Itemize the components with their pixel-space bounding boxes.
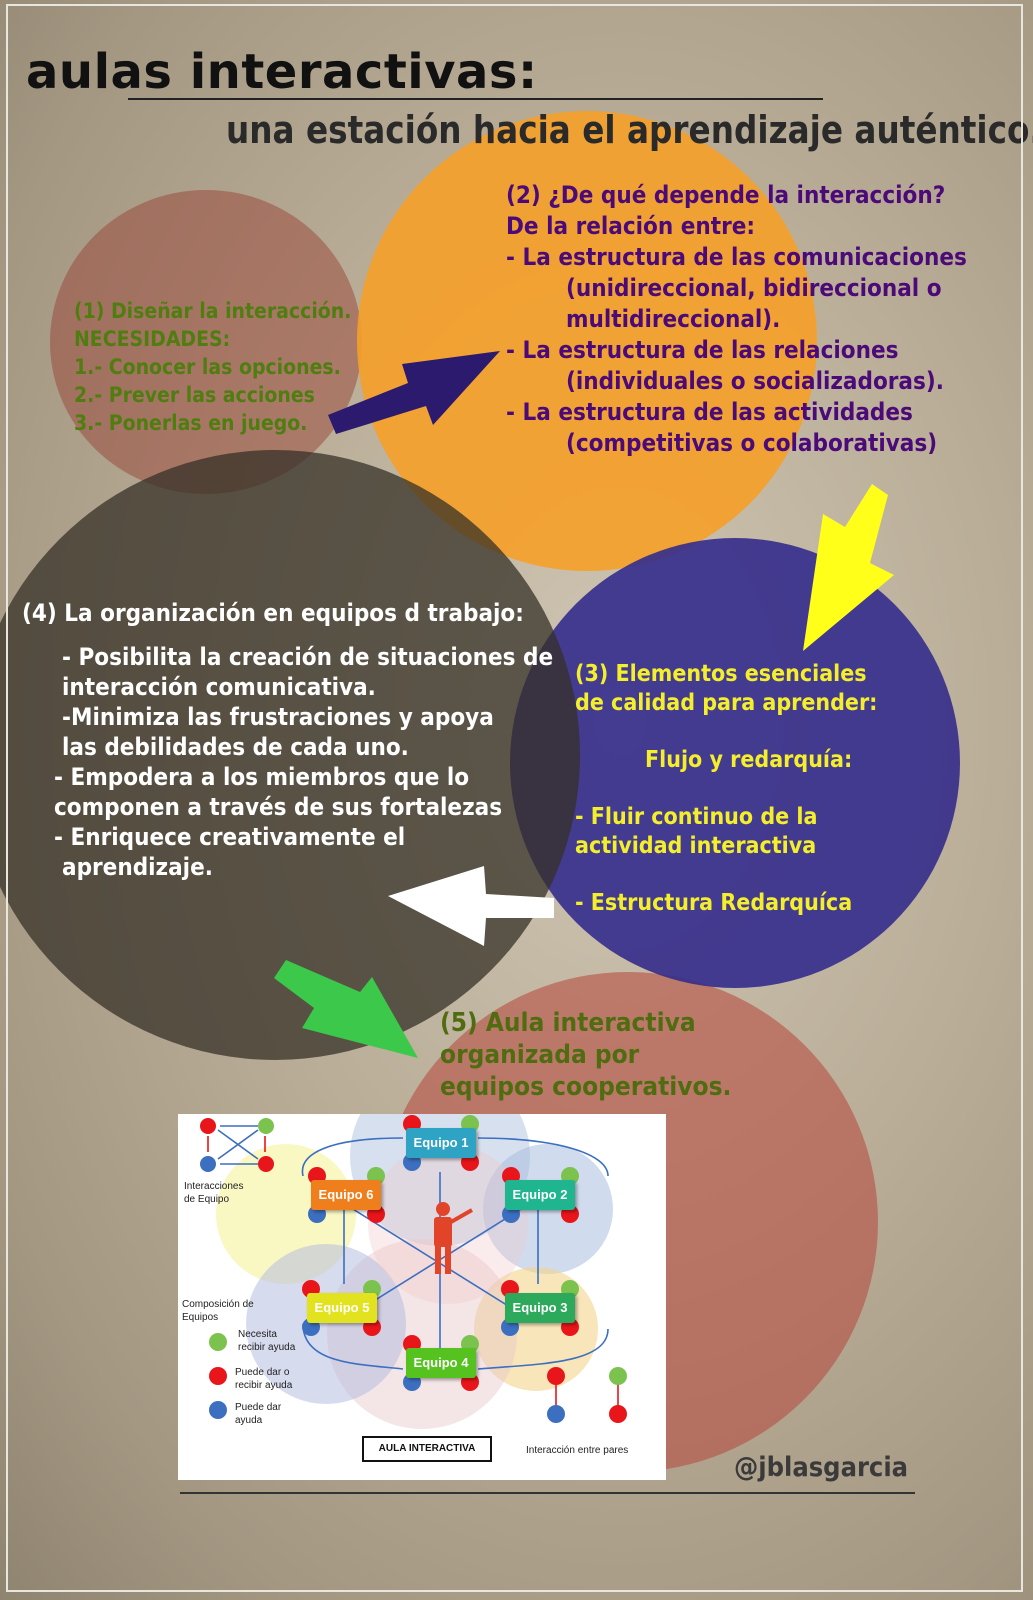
circle-3-subheading: Flujo y redarquía: [645, 747, 853, 773]
teacher-figure [434, 1202, 473, 1274]
interacciones-equipo-label: Interacciones de Equipo [184, 1181, 244, 1205]
circle-4-text: (4) La organización en equipos d trabajo… [22, 598, 553, 882]
circle-5-heading: (5) Aula interactiva [440, 1008, 696, 1038]
circle-4-line: interacción comunicativa. [62, 673, 376, 701]
legend-blue-dot [209, 1401, 227, 1419]
circle-4-line: - Empodera a los miembros que lo [54, 763, 470, 791]
circle-5-line: organizada por [440, 1040, 640, 1070]
aula-interactiva-label: AULA INTERACTIVA [362, 1436, 492, 1462]
circle-3-line: actividad interactiva [575, 833, 817, 859]
composicion-equipos-label: Composición de Equipos [182, 1299, 254, 1323]
team-5-box: Equipo 5 [307, 1293, 377, 1323]
circle-2-line: De la relación entre: [506, 212, 756, 240]
circle-1-line: NECESIDADES: [74, 327, 231, 351]
circle-2-line: (individuales o socializadoras). [566, 367, 944, 395]
circle-2-line: - La estructura de las actividades [506, 398, 913, 426]
aula-interactiva-diagram: Equipo 1 Equipo 2 Equipo 3 Equipo 4 Equi… [178, 1114, 666, 1480]
circle-3-text: (3) Elementos esenciales de calidad para… [575, 660, 877, 918]
bottom-rule [180, 1492, 915, 1494]
legend-red-dot [209, 1367, 227, 1385]
circle-2-heading: (2) ¿De qué depende la interacción? [506, 181, 946, 209]
circle-4-line: - Enriquece creativamente el [54, 823, 406, 851]
circle-1-heading: (1) Diseñar la interacción. [74, 299, 352, 323]
team-1-box: Equipo 1 [406, 1128, 476, 1158]
legend-green-dot [209, 1333, 227, 1351]
circle-3-line: - Estructura Redarquíca [575, 890, 853, 916]
circle-4-background [0, 450, 580, 1060]
circle-4-line: aprendizaje. [62, 853, 213, 881]
team-6-box: Equipo 6 [311, 1180, 381, 1210]
circle-4-line: componen a través de sus fortalezas [54, 793, 503, 821]
circle-1-line: 3.- Ponerlas en juego. [74, 411, 308, 435]
circle-1-line: 2.- Prever las acciones [74, 383, 315, 407]
legend-necesita-label: Necesita recibir ayuda [238, 1329, 296, 1353]
team-3-box: Equipo 3 [505, 1293, 575, 1323]
author-handle: @jblasgarcia [734, 1452, 909, 1483]
page-subtitle: una estación hacia el aprendizaje autént… [226, 108, 1033, 152]
circle-5-line: equipos cooperativos. [440, 1072, 732, 1102]
circle-2-line: (competitivas o colaborativas) [566, 429, 938, 457]
circle-4-line: -Minimiza las frustraciones y apoya [62, 703, 494, 731]
team-4-box: Equipo 4 [406, 1348, 476, 1378]
circle-2-line: - La estructura de las relaciones [506, 336, 899, 364]
circle-3-line: - Fluir continuo de la [575, 804, 818, 830]
legend-puede-dar-recibir-label: Puede dar o recibir ayuda [235, 1367, 293, 1391]
interaccion-pares-label: Interacción entre pares [526, 1445, 629, 1456]
circle-2-text: (2) ¿De qué depende la interacción? De l… [506, 180, 967, 459]
title-underline [128, 98, 823, 100]
circle-1-background [50, 190, 362, 494]
legend-puede-dar-label: Puede dar ayuda [235, 1402, 282, 1426]
page-title: aulas interactivas: [26, 44, 538, 100]
circle-5-text: (5) Aula interactiva organizada por equi… [440, 1007, 731, 1103]
circle-2-line: - La estructura de las comunicaciones [506, 243, 967, 271]
team-2-box: Equipo 2 [505, 1180, 575, 1210]
circle-4-heading: (4) La organización en equipos d trabajo… [22, 599, 524, 627]
circle-4-line: las debilidades de cada uno. [62, 733, 409, 761]
circle-3-heading: (3) Elementos esenciales [575, 661, 867, 687]
circle-4-line: - Posibilita la creación de situaciones … [62, 643, 554, 671]
circle-2-line: (unidireccional, bidireccional o [566, 274, 942, 302]
circle-3-line: de calidad para aprender: [575, 690, 878, 716]
circle-1-line: 1.- Conocer las opciones. [74, 355, 341, 379]
circle-2-line: multidireccional). [566, 305, 781, 333]
circle-1-text: (1) Diseñar la interacción. NECESIDADES:… [74, 297, 351, 437]
